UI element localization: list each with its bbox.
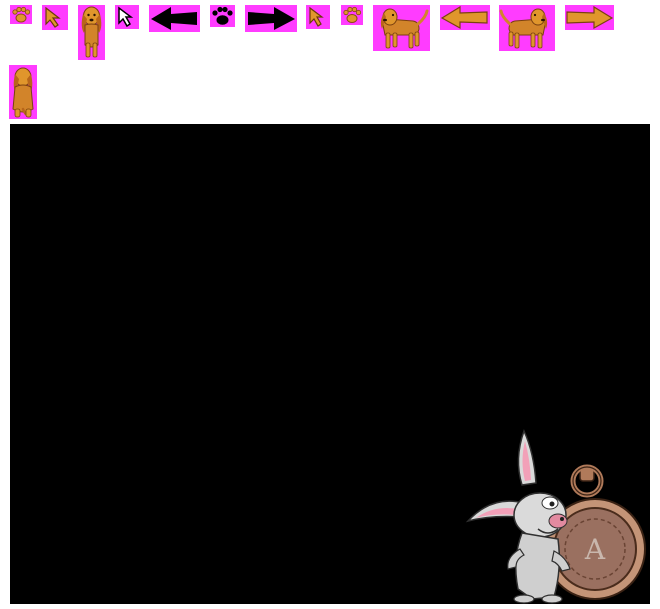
arrow-cursor-icon — [45, 6, 61, 28]
arrow-cursor-icon — [309, 6, 324, 27]
sprite-right-arrow-gold — [565, 5, 614, 30]
sprite-left-arrow-gold — [440, 5, 490, 30]
sprite-paw-black — [210, 5, 235, 27]
paw-print-icon — [343, 6, 362, 23]
arrow-cursor-icon — [118, 6, 134, 28]
sprite-dog-front — [78, 5, 105, 60]
sprite-dog-walking-right — [373, 5, 430, 51]
sprite-dog-back — [9, 65, 37, 119]
paw-print-icon — [12, 6, 31, 23]
sprite-paw-gold-small — [341, 5, 363, 25]
sprite-cursor-gold-small — [306, 5, 330, 29]
sprite-cursor-black — [115, 5, 139, 29]
rabbit-with-pocket-watch-icon: A — [465, 429, 646, 604]
left-arrow-icon — [151, 7, 197, 30]
sprite-left-arrow-black — [149, 5, 200, 32]
right-arrow-icon — [566, 5, 614, 30]
dog-walking-left-icon — [499, 8, 548, 49]
sprite-cursor-gold — [42, 5, 68, 30]
dog-walking-right-icon — [380, 8, 429, 49]
game-stage[interactable]: A — [10, 124, 650, 604]
left-arrow-icon — [440, 5, 488, 30]
paw-print-icon — [212, 6, 233, 25]
dog-sitting-back-icon — [12, 67, 34, 118]
sprite-paw-gold — [10, 5, 32, 24]
sprite-dog-walking-left — [499, 5, 555, 51]
right-arrow-icon — [248, 7, 295, 30]
dog-standing-front-icon — [81, 6, 102, 58]
sprite-right-arrow-black — [245, 5, 297, 32]
watch-monogram: A — [584, 533, 606, 566]
